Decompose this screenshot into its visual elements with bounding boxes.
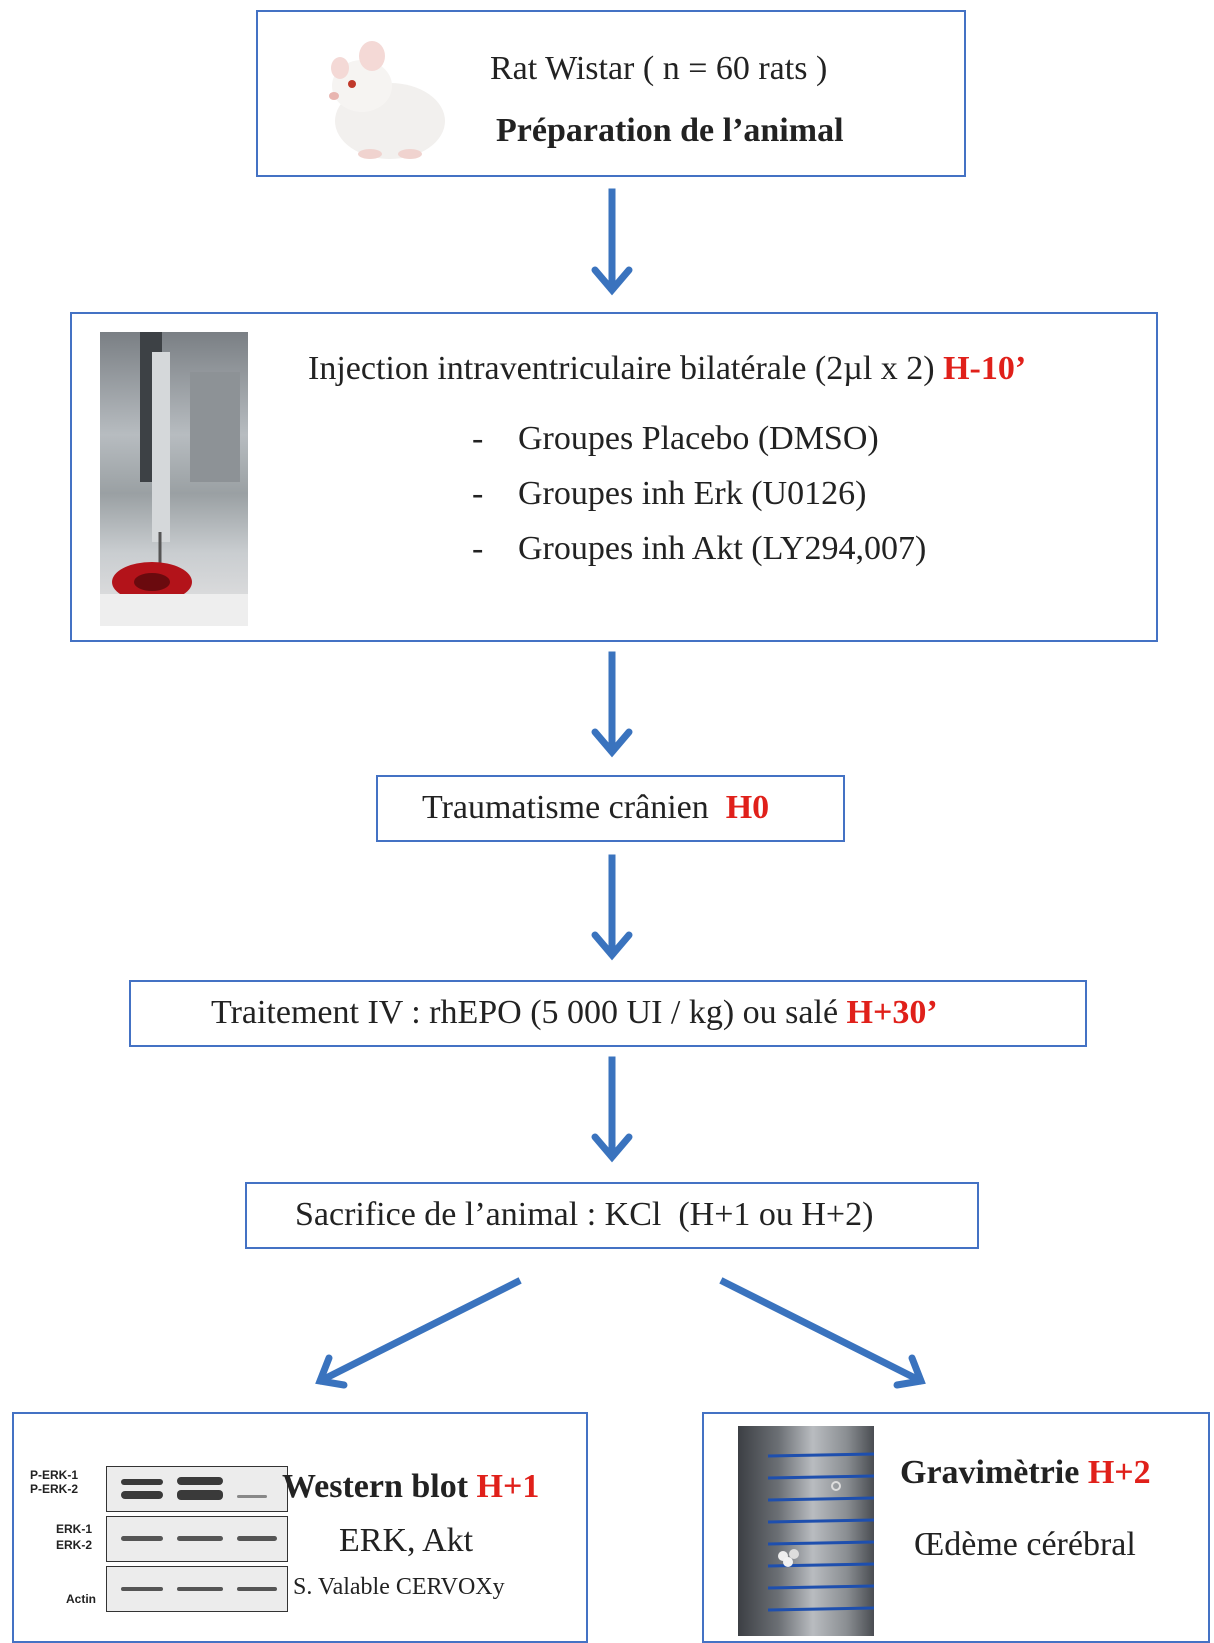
box-sacrifice: Sacrifice de l’animal : KCl (H+1 ou H+2) (245, 1182, 979, 1249)
rat-count-label: Rat Wistar ( n = 60 rats ) (490, 50, 828, 87)
western-blot-time: H+1 (476, 1468, 540, 1505)
group-item: - Groupes inh Erk (U0126) (472, 475, 866, 513)
gravimetry-subtitle: Œdème cérébral (914, 1526, 1136, 1563)
group-dash: - (472, 475, 484, 512)
western-blot-targets: ERK, Akt (339, 1522, 474, 1559)
rat-image (310, 26, 450, 166)
box-treatment: Traitement IV : rhEPO (5 000 UI / kg) ou… (129, 980, 1087, 1047)
blot-label: P-ERK-2 (30, 1482, 79, 1496)
gravimetry-title: Gravimètrie H+2 (900, 1454, 1151, 1492)
blot-label: P-ERK-1 (30, 1468, 79, 1482)
group-item: - Groupes inh Akt (LY294,007) (472, 530, 926, 568)
western-blot-title: Western blot H+1 (282, 1468, 539, 1506)
group-label: Groupes Placebo (DMSO) (518, 420, 879, 457)
blot-label: Actin (66, 1592, 96, 1606)
trauma-label: Traumatisme crânien H0 (422, 789, 769, 827)
box-western-blot: P-ERK-1 P-ERK-2 ERK-1 ERK-2 Actin Wester… (12, 1412, 588, 1643)
preparation-label: Préparation de l’animal (496, 112, 844, 149)
box-gravimetry: Gravimètrie H+2 Œdème cérébral (702, 1412, 1210, 1643)
western-blot-image: P-ERK-1 P-ERK-2 ERK-1 ERK-2 Actin (28, 1464, 290, 1628)
injection-title-text: Injection intraventriculaire bilatérale … (308, 350, 944, 387)
group-label: Groupes inh Akt (LY294,007) (518, 530, 927, 567)
sacrifice-label: Sacrifice de l’animal : KCl (H+1 ou H+2) (295, 1196, 874, 1233)
injection-title: Injection intraventriculaire bilatérale … (308, 350, 1026, 388)
box-trauma: Traumatisme crânien H0 (376, 775, 845, 842)
group-dash: - (472, 420, 484, 457)
arrow-3 (591, 854, 633, 961)
group-dash: - (472, 530, 484, 567)
treatment-time: H+30’ (846, 994, 938, 1031)
box-animal-preparation: Rat Wistar ( n = 60 rats ) Préparation d… (256, 10, 966, 177)
gravimetry-time: H+2 (1087, 1454, 1151, 1491)
western-blot-text: Western blot (282, 1468, 477, 1505)
gravimetry-text: Gravimètrie (900, 1454, 1088, 1491)
treatment-text: Traitement IV : rhEPO (5 000 UI / kg) ou… (211, 994, 847, 1031)
western-blot-credit: S. Valable CERVOXy (293, 1574, 505, 1600)
injection-time: H-10’ (943, 350, 1027, 387)
group-item: - Groupes Placebo (DMSO) (472, 420, 879, 458)
arrow-2 (591, 651, 633, 758)
group-label: Groupes inh Erk (U0126) (518, 475, 867, 512)
box-injection: Injection intraventriculaire bilatérale … (70, 312, 1158, 642)
blot-label: ERK-2 (56, 1538, 93, 1552)
cylinder-image (738, 1426, 874, 1636)
blot-label: ERK-1 (56, 1522, 93, 1536)
blot-panel-p-erk (106, 1466, 288, 1512)
arrow-1 (591, 188, 633, 296)
trauma-time: H0 (725, 789, 770, 826)
arrow-right (719, 1277, 926, 1389)
arrow-4 (591, 1056, 633, 1163)
blot-panel-erk (106, 1516, 288, 1562)
arrow-left (315, 1277, 522, 1389)
trauma-text: Traumatisme crânien (422, 789, 726, 826)
surgery-image (100, 332, 248, 626)
treatment-label: Traitement IV : rhEPO (5 000 UI / kg) ou… (211, 994, 938, 1032)
blot-panel-actin (106, 1566, 288, 1612)
